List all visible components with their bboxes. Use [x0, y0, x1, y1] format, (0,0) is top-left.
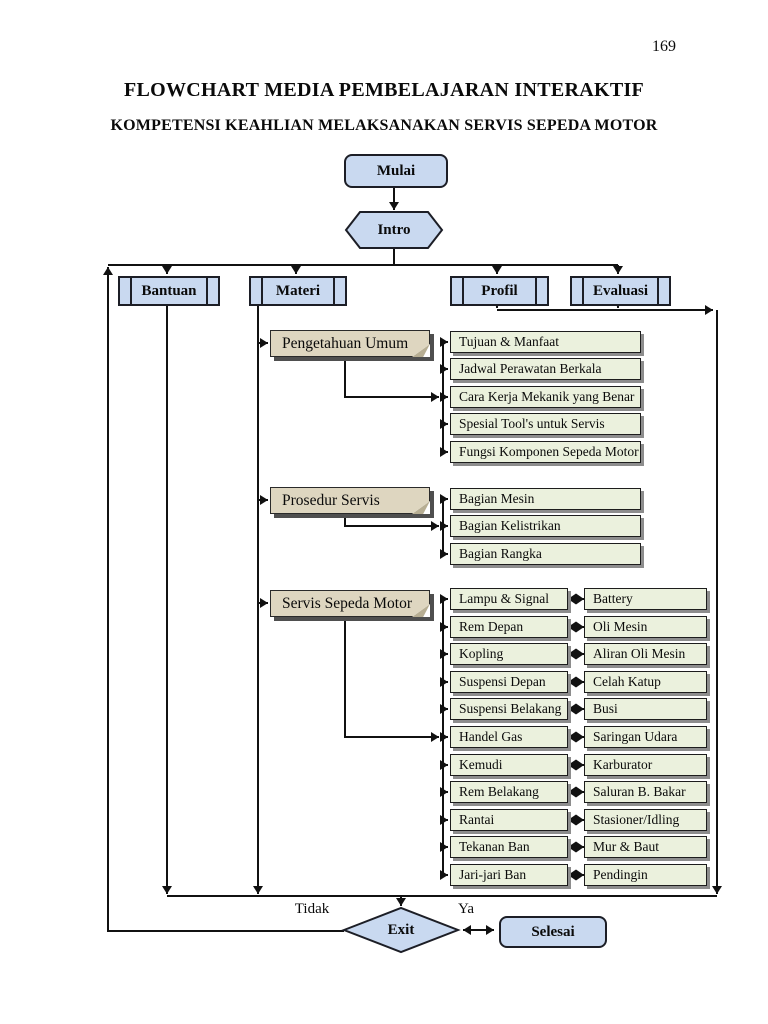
item-cara-kerja-mekanik: Cara Kerja Mekanik yang Benar: [450, 386, 641, 408]
item-busi: Busi: [584, 698, 707, 720]
node-intro-label: Intro: [377, 221, 411, 238]
node-mulai: Mulai: [344, 154, 448, 188]
item-saluran-b-bakar: Saluran B. Bakar: [584, 781, 707, 803]
item-tekanan-ban: Tekanan Ban: [450, 836, 568, 858]
menu-button-label: Bantuan: [141, 282, 197, 299]
menu-button-label: Profil: [481, 282, 518, 299]
item-jadwal-perawatan-berkala: Jadwal Perawatan Berkala: [450, 358, 641, 380]
item-jari-jari-ban: Jari-jari Ban: [450, 864, 568, 886]
item-bagian-rangka: Bagian Rangka: [450, 543, 641, 565]
section-pengetahuan-umum: Pengetahuan Umum: [270, 330, 430, 357]
menu-button-label: Evaluasi: [592, 282, 649, 299]
folded-corner: [412, 604, 430, 617]
item-handel-gas: Handel Gas: [450, 726, 568, 748]
section-prosedur-servis: Prosedur Servis: [270, 487, 430, 514]
item-aliran-oli-mesin: Aliran Oli Mesin: [584, 643, 707, 665]
page-subtitle: KOMPETENSI KEAHLIAN MELAKSANAKAN SERVIS …: [110, 117, 658, 134]
section-title: Prosedur Servis: [282, 491, 380, 509]
exit-diamond-shape: [341, 906, 461, 954]
item-bagian-mesin: Bagian Mesin: [450, 488, 641, 510]
item-oli-mesin: Oli Mesin: [584, 616, 707, 638]
item-bagian-kelistrikan: Bagian Kelistrikan: [450, 515, 641, 537]
menu-button-materi: Materi: [249, 276, 347, 306]
intro-hexagon-shape: [344, 211, 444, 249]
item-tujuan-manfaat: Tujuan & Manfaat: [450, 331, 641, 353]
section-title: Pengetahuan Umum: [282, 334, 409, 352]
item-celah-katup: Celah Katup: [584, 671, 707, 693]
label-ya: Ya: [458, 901, 474, 917]
node-exit-label: Exit: [387, 921, 415, 938]
section-title: Servis Sepeda Motor: [282, 594, 413, 612]
item-kopling: Kopling: [450, 643, 568, 665]
folded-corner: [412, 501, 430, 514]
menu-button-profil: Profil: [450, 276, 549, 306]
item-suspensi-depan: Suspensi Depan: [450, 671, 568, 693]
item-rem-belakang: Rem Belakang: [450, 781, 568, 803]
item-fungsi-komponen: Fungsi Komponen Sepeda Motor: [450, 441, 641, 463]
folded-corner: [412, 344, 430, 357]
item-pendingin: Pendingin: [584, 864, 707, 886]
item-spesial-tools: Spesial Tool's untuk Servis: [450, 413, 641, 435]
menu-button-label: Materi: [275, 282, 321, 299]
item-kemudi: Kemudi: [450, 754, 568, 776]
item-saringan-udara: Saringan Udara: [584, 726, 707, 748]
page-title: FLOWCHART MEDIA PEMBELAJARAN INTERAKTIF: [123, 79, 645, 101]
item-mur-baut: Mur & Baut: [584, 836, 707, 858]
node-selesai: Selesai: [499, 916, 607, 948]
page-number: 169: [652, 38, 676, 55]
label-tidak: Tidak: [294, 901, 330, 917]
item-karburator: Karburator: [584, 754, 707, 776]
section-servis-sepeda-motor: Servis Sepeda Motor: [270, 590, 430, 617]
item-battery: Battery: [584, 588, 707, 610]
item-lampu-signal: Lampu & Signal: [450, 588, 568, 610]
menu-button-bantuan: Bantuan: [118, 276, 220, 306]
item-rem-depan: Rem Depan: [450, 616, 568, 638]
item-suspensi-belakang: Suspensi Belakang: [450, 698, 568, 720]
item-rantai: Rantai: [450, 809, 568, 831]
item-stasioner-idling: Stasioner/Idling: [584, 809, 707, 831]
menu-button-evaluasi: Evaluasi: [570, 276, 671, 306]
